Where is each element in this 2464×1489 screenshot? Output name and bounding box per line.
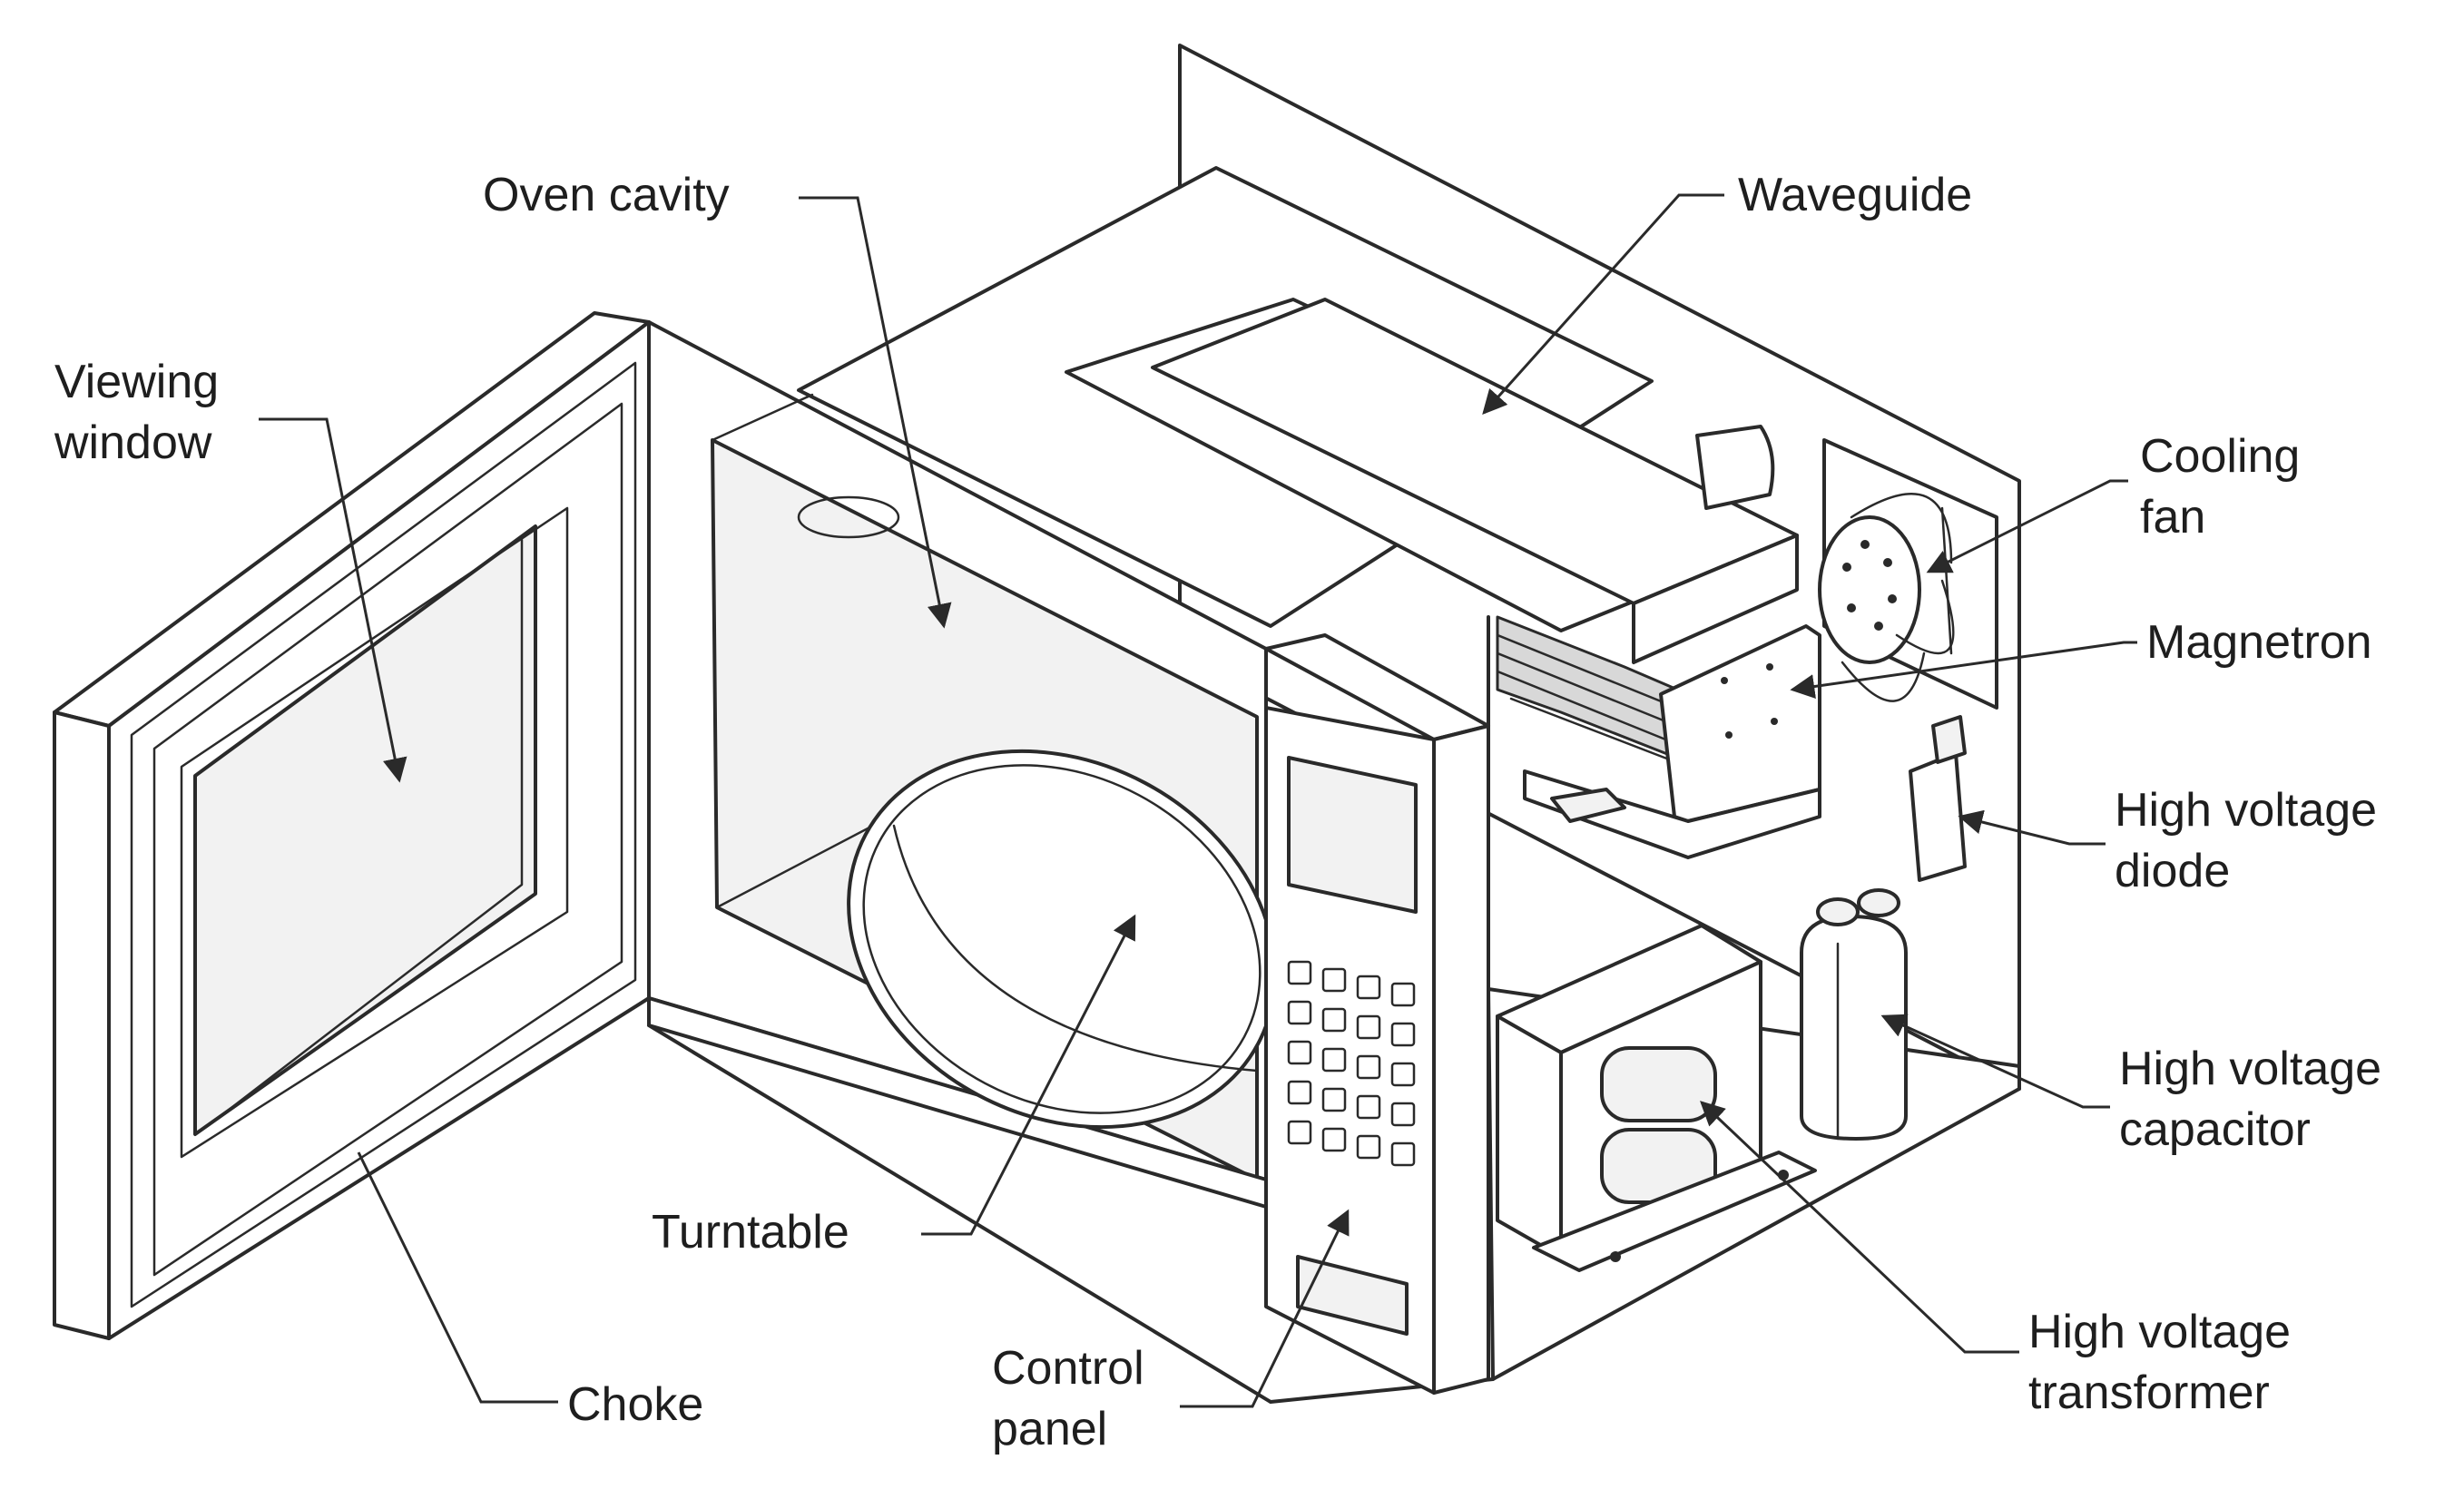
label-viewing-window-line2: window xyxy=(54,416,212,469)
leader-turntable xyxy=(921,914,1136,1236)
cooling-fan xyxy=(1818,438,1998,710)
magnetron-base xyxy=(1523,769,1821,859)
turntable xyxy=(847,749,1277,1130)
cavity-inner-edge-left xyxy=(711,393,814,442)
door-release-button xyxy=(1296,1255,1409,1336)
fan-motor-rod xyxy=(1940,506,1953,655)
diode-body xyxy=(1909,751,1967,882)
label-control-panel-line2: panel xyxy=(992,1403,1107,1455)
label-magnetron: Magnetron xyxy=(2146,616,2372,669)
leader-control-panel xyxy=(1180,1209,1350,1408)
leader-lines xyxy=(259,193,2137,1408)
viewing-window-glass xyxy=(193,524,537,1136)
control-display xyxy=(1287,756,1418,914)
magnetron-fin-lines xyxy=(1496,633,1690,769)
label-oven-cavity: Oven cavity xyxy=(483,169,730,221)
control-panel xyxy=(1264,706,1490,1395)
leader-magnetron xyxy=(1790,641,2137,699)
fan-blade-1 xyxy=(1850,493,1953,564)
label-hv-transformer-line1: High voltage xyxy=(2028,1306,2291,1358)
diode-clip xyxy=(1931,715,1967,764)
cavity-stirrer-stub xyxy=(797,495,900,539)
leader-hv-transformer xyxy=(1700,1101,2019,1354)
label-turntable: Turntable xyxy=(652,1206,849,1259)
door-choke-outer xyxy=(130,361,637,1308)
capacitor-terminal-2 xyxy=(1857,888,1900,917)
transformer-base-plate xyxy=(1532,1151,1817,1272)
label-control-panel-line1: Control xyxy=(992,1342,1144,1395)
magnetron-terminal xyxy=(1550,788,1626,823)
label-viewing-window-line1: Viewing xyxy=(54,356,219,408)
label-hv-capacitor-line2: capacitor xyxy=(2119,1103,2311,1156)
label-hv-diode-line2: diode xyxy=(2115,845,2230,897)
viewing-window-inner-rim xyxy=(207,538,524,1127)
waveguide xyxy=(1065,298,1799,664)
oven-door xyxy=(53,311,651,1340)
leader-viewing-window xyxy=(259,417,407,783)
leader-waveguide xyxy=(1482,193,1724,416)
high-voltage-diode xyxy=(1909,715,1967,882)
label-hv-diode-line1: High voltage xyxy=(2115,784,2377,837)
capacitor-terminal-1 xyxy=(1816,897,1860,926)
labels: Oven cavity Waveguide Viewing window Coo… xyxy=(54,169,2381,1455)
magnetron-shroud xyxy=(1695,425,1775,510)
label-cooling-fan-line1: Cooling xyxy=(2140,430,2300,483)
high-voltage-capacitor xyxy=(1800,888,1908,1141)
high-voltage-transformer xyxy=(1496,924,1817,1272)
waveguide-rail xyxy=(1151,366,1635,664)
control-panel-side xyxy=(1432,724,1490,1395)
leader-hv-diode xyxy=(1958,809,2106,846)
transformer-front xyxy=(1496,1014,1563,1259)
door-side xyxy=(53,710,111,1340)
leader-choke xyxy=(357,1151,558,1404)
fan-hub xyxy=(1818,515,1921,664)
leader-hv-capacitor xyxy=(1880,1014,2110,1109)
label-hv-capacitor-line1: High voltage xyxy=(2119,1043,2381,1095)
leader-cooling-fan xyxy=(1926,479,2128,573)
viewing-window-frame xyxy=(180,506,569,1159)
magnetron-holes xyxy=(1721,663,1778,739)
label-cooling-fan-line2: fan xyxy=(2140,491,2205,544)
transformer-bolt-1 xyxy=(1610,1251,1621,1262)
door-choke-inner xyxy=(152,402,623,1277)
leader-oven-cavity xyxy=(799,196,952,629)
capacitor-body xyxy=(1800,915,1908,1141)
fan-hub-holes xyxy=(1842,540,1897,631)
keypad xyxy=(1287,960,1416,1167)
magnetron xyxy=(1496,615,1821,859)
label-choke: Choke xyxy=(567,1378,703,1431)
label-hv-transformer-line2: transformer xyxy=(2028,1367,2270,1419)
transformer-coil-upper xyxy=(1600,1046,1717,1122)
label-waveguide: Waveguide xyxy=(1738,169,1972,221)
